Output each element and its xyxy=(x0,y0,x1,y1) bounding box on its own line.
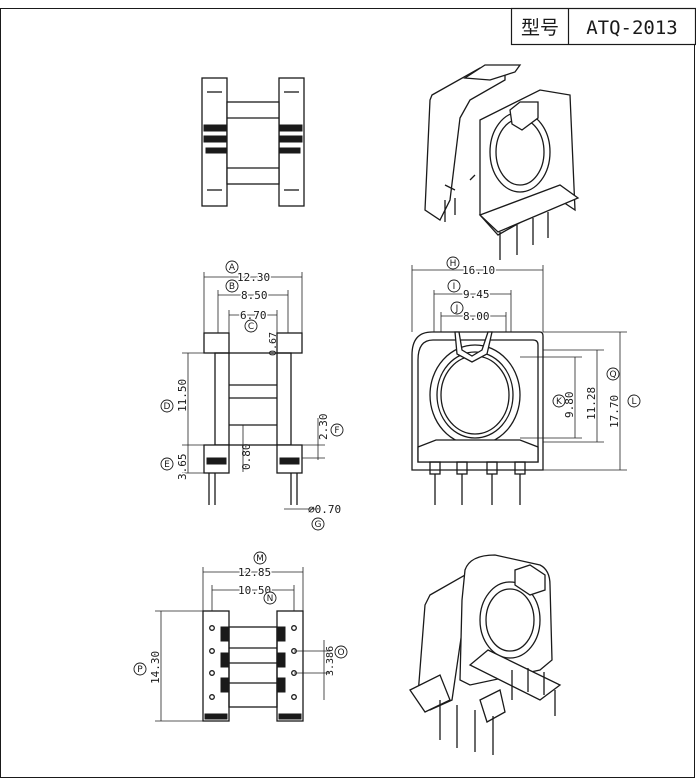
callout-j: J xyxy=(450,301,464,315)
callout-e: E xyxy=(160,457,174,471)
svg-text:J: J xyxy=(455,304,459,314)
svg-text:F: F xyxy=(334,426,339,436)
callout-g: G xyxy=(311,517,325,531)
dim-l-value: 17.70 xyxy=(608,395,621,428)
svg-text:I: I xyxy=(453,282,456,292)
dim-p-value: 14.30 xyxy=(149,651,162,684)
bottom-view: 12.85 10.50 14.30 3.386 M N P O xyxy=(133,551,348,722)
front-view-middle: 12.30 8.50 6.70 0.67 11.50 3.65 2.30 0.8… xyxy=(160,260,344,531)
dim-i-value: 9.45 xyxy=(463,288,490,301)
callout-d: D xyxy=(160,399,174,413)
callout-b: B xyxy=(225,279,239,293)
svg-text:Q: Q xyxy=(609,370,616,380)
svg-text:B: B xyxy=(229,282,235,292)
svg-text:O: O xyxy=(337,648,344,658)
dim-b-value: 8.50 xyxy=(241,289,268,302)
svg-text:C: C xyxy=(248,322,254,332)
svg-text:E: E xyxy=(164,460,170,470)
callout-a: A xyxy=(225,260,239,274)
title-label: 型号 xyxy=(521,17,559,39)
callout-c: C xyxy=(244,319,258,333)
svg-text:K: K xyxy=(556,397,563,407)
dim-d-value: 11.50 xyxy=(176,379,189,412)
dim-m-value: 12.85 xyxy=(238,566,271,579)
callout-k: K xyxy=(552,394,566,408)
model-number: ATQ-2013 xyxy=(586,17,678,39)
sheet-border xyxy=(0,8,695,778)
svg-text:P: P xyxy=(137,665,143,675)
callout-i: I xyxy=(447,279,461,293)
svg-text:D: D xyxy=(164,402,171,412)
svg-text:L: L xyxy=(631,397,636,407)
isometric-view-bottom xyxy=(409,554,562,755)
end-view-middle: 16.10 9.45 8.00 9.80 11.28 17.70 H I J K… xyxy=(411,256,641,505)
isometric-view-top xyxy=(424,64,580,260)
dim-f-value: 2.30 xyxy=(317,414,330,441)
title-block: 型号 ATQ-2013 xyxy=(510,7,696,46)
dim-n-value: 10.50 xyxy=(238,584,271,597)
callout-o: O xyxy=(334,645,348,659)
dim-g-value: ⌀0.70 xyxy=(308,503,341,516)
callout-p: P xyxy=(133,662,147,676)
dim-c-small-value: 0.67 xyxy=(268,332,279,356)
dim-o-value: 3.386 xyxy=(325,646,336,676)
dim-h-value: 16.10 xyxy=(462,264,495,277)
svg-text:G: G xyxy=(315,520,322,530)
callout-m: M xyxy=(253,551,267,565)
callout-f: F xyxy=(330,423,344,437)
dim-j-value: 8.00 xyxy=(463,310,490,323)
dim-c-value: 6.70 xyxy=(240,309,267,322)
callout-h: H xyxy=(446,256,460,270)
svg-text:A: A xyxy=(229,263,236,273)
dim-e-value: 3.65 xyxy=(176,454,189,481)
callout-l: L xyxy=(627,394,641,408)
dim-k-value: 9.80 xyxy=(563,392,576,419)
svg-text:H: H xyxy=(450,259,457,269)
callout-q: Q xyxy=(606,367,620,381)
callout-n: N xyxy=(263,591,277,605)
side-view-top xyxy=(201,77,305,207)
svg-text:M: M xyxy=(256,554,264,564)
dim-mid-value: 0.80 xyxy=(240,444,253,471)
svg-text:N: N xyxy=(267,594,274,604)
dim-a-value: 12.30 xyxy=(237,271,270,284)
dim-q-value: 11.28 xyxy=(585,387,598,420)
